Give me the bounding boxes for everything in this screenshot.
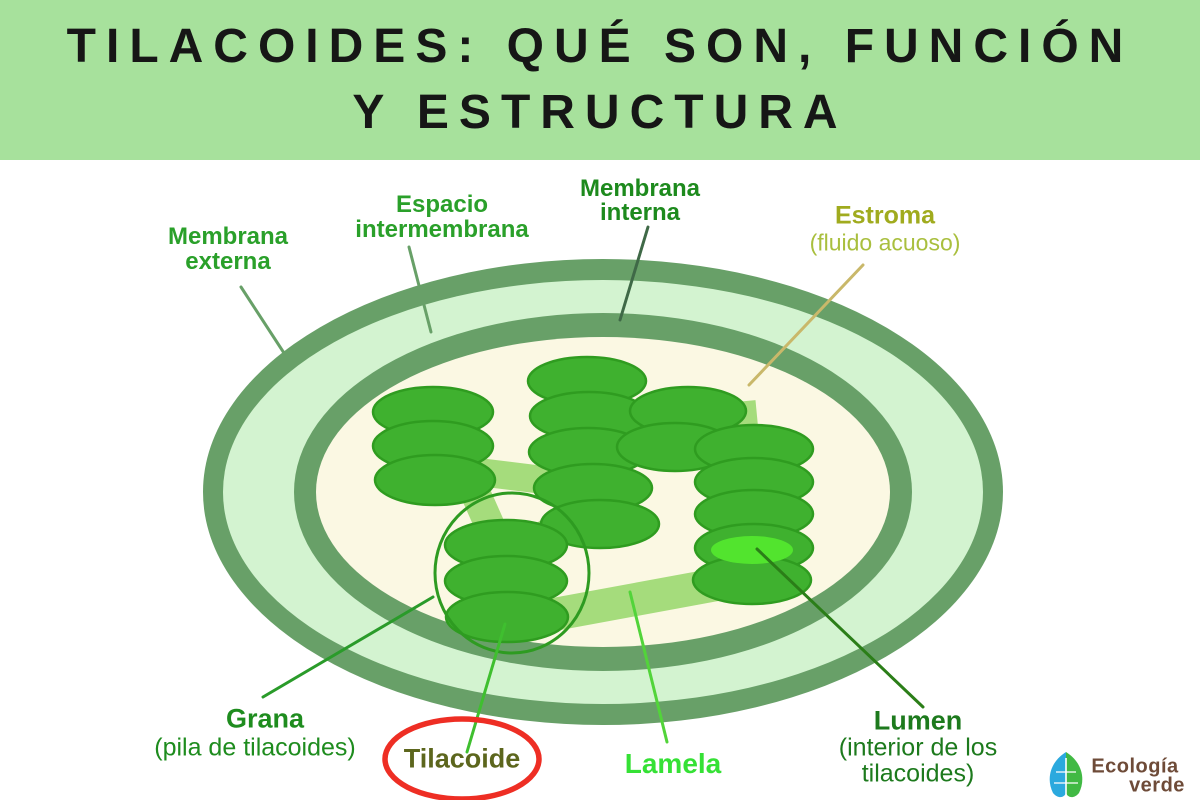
label-lumen: Lumen — [873, 705, 963, 736]
tilacoide-line — [465, 622, 507, 754]
label-espacio-intermembrana-line1: Espacio — [395, 191, 489, 218]
label-espacio-intermembrana-line2: intermembrana — [355, 216, 529, 243]
lumen-line — [755, 547, 925, 709]
grana-circle-outline — [433, 491, 591, 655]
label-grana: Grana — [225, 703, 305, 734]
logo-text-line2: verde — [1129, 774, 1185, 797]
pointer-lines — [239, 225, 925, 754]
espacio-intermembrana-line — [407, 245, 433, 334]
logo-text-line1: Ecología — [1091, 755, 1179, 778]
membrana-externa-line — [239, 285, 286, 355]
label-membrana-interna-line1: Membrana — [579, 175, 701, 202]
lamela-line — [628, 590, 669, 744]
ecologia-verde-leaf-icon — [1049, 752, 1083, 798]
label-grana-detail: (pila de tilacoides) — [154, 733, 356, 762]
label-lamela: Lamela — [624, 748, 722, 779]
title-banner: TILACOIDES: QUÉ SON, FUNCIÓN Y ESTRUCTUR… — [0, 0, 1200, 160]
label-lumen-detail-line2: tilacoides) — [861, 759, 975, 788]
label-estroma: Estroma — [834, 201, 936, 230]
thylakoid — [373, 453, 497, 507]
lumen-highlight — [711, 536, 793, 564]
label-membrana-interna-line2: interna — [599, 199, 681, 226]
grana-line — [261, 595, 435, 699]
label-lumen-detail-line1: (interior de los — [838, 733, 998, 762]
page-title-line2: Y ESTRUCTURA — [352, 86, 848, 139]
label-membrana-externa-line1: Membrana — [167, 223, 289, 250]
tilacoide-red-ring — [382, 716, 542, 800]
grana-stacks — [371, 355, 815, 644]
estroma-line — [747, 263, 865, 387]
page-title-line1: TILACOIDES: QUÉ SON, FUNCIÓN — [66, 20, 1134, 73]
membrana-interna-line — [618, 225, 650, 322]
label-tilacoide: Tilacoide — [403, 743, 521, 774]
label-membrana-externa-line2: externa — [185, 248, 271, 275]
label-estroma-detail: (fluido acuoso) — [809, 229, 961, 256]
